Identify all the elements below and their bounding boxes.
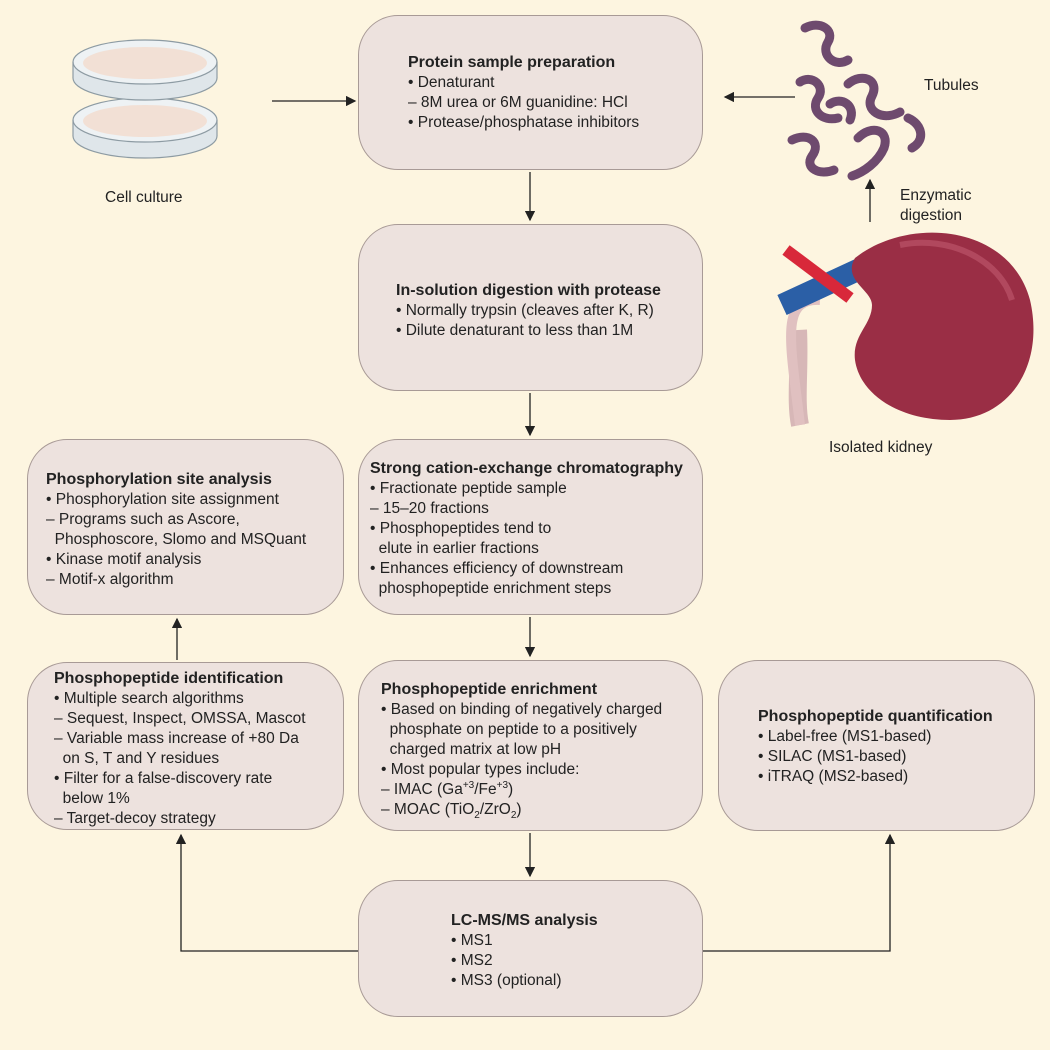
enzymatic-label-1: Enzymatic	[900, 187, 972, 204]
enrichment-title: Phosphopeptide enrichment	[381, 681, 598, 698]
enrichment-line: • Based on binding of negatively charged	[381, 701, 663, 718]
protein-prep-box: Protein sample preparation • Denaturant …	[358, 15, 703, 170]
scx-line: – 15–20 fractions	[370, 500, 489, 517]
site-analysis-title: Phosphorylation site analysis	[46, 471, 272, 488]
digestion-box: In-solution digestion with protease • No…	[358, 224, 703, 391]
site-analysis-line: – Motif-x algorithm	[46, 571, 174, 588]
enrichment-line: phosphate on peptide to a positively	[381, 721, 637, 738]
scx-line: • Fractionate peptide sample	[370, 480, 567, 497]
lcms-line: • MS2	[451, 952, 493, 969]
scx-title: Strong cation-exchange chromatography	[370, 460, 683, 477]
arrow-lcms-to-identification	[175, 833, 358, 952]
identification-line: – Target-decoy strategy	[54, 810, 216, 827]
cell-culture-label: Cell culture	[105, 189, 183, 206]
identification-line: • Multiple search algorithms	[54, 690, 244, 707]
quantification-line: • iTRAQ (MS2-based)	[758, 768, 909, 785]
scx-line: phosphopeptide enrichment steps	[370, 580, 612, 597]
quantification-line: • Label-free (MS1-based)	[758, 728, 932, 745]
imac-line: – IMAC (Ga+3/Fe+3)	[381, 779, 514, 798]
identification-line: • Filter for a false-discovery rate	[54, 770, 273, 787]
lcms-line: • MS3 (optional)	[451, 972, 562, 989]
quantification-title: Phosphopeptide quantification	[758, 708, 993, 725]
digestion-line: • Dilute denaturant to less than 1M	[396, 322, 634, 339]
scx-line: elute in earlier fractions	[370, 540, 539, 557]
site-analysis-line: • Phosphorylation site assignment	[46, 491, 279, 508]
lcms-box: LC-MS/MS analysis • MS1 • MS2 • MS3 (opt…	[358, 880, 703, 1017]
scx-line: • Enhances efficiency of downstream	[370, 560, 624, 577]
identification-line: on S, T and Y residues	[54, 750, 220, 767]
kidney-label: Isolated kidney	[829, 439, 933, 456]
protein-prep-line: • Protease/phosphatase inhibitors	[408, 114, 640, 131]
identification-line: – Sequest, Inspect, OMSSA, Mascot	[54, 710, 306, 727]
protein-prep-title: Protein sample preparation	[408, 54, 616, 71]
digestion-line: • Normally trypsin (cleaves after K, R)	[396, 302, 654, 319]
protein-prep-line: – 8M urea or 6M guanidine: HCl	[408, 94, 628, 111]
identification-box: Phosphopeptide identification • Multiple…	[27, 662, 344, 830]
identification-title: Phosphopeptide identification	[54, 670, 284, 687]
enzymatic-label-2: digestion	[900, 207, 963, 224]
digestion-title: In-solution digestion with protease	[396, 282, 661, 299]
enrichment-line: • Most popular types include:	[381, 761, 580, 778]
site-analysis-box: Phosphorylation site analysis • Phosphor…	[27, 439, 344, 615]
site-analysis-line: Phosphoscore, Slomo and MSQuant	[46, 531, 307, 548]
quantification-line: • SILAC (MS1-based)	[758, 748, 907, 765]
enrichment-line: charged matrix at low pH	[381, 741, 562, 758]
identification-line: below 1%	[54, 790, 130, 807]
enrichment-box: Phosphopeptide enrichment • Based on bin…	[358, 660, 703, 831]
scx-line: • Phosphopeptides tend to	[370, 520, 552, 537]
protein-prep-line: • Denaturant	[408, 74, 495, 91]
moac-line: – MOAC (TiO2/ZrO2)	[381, 801, 522, 822]
arrow-lcms-to-quantification	[703, 833, 896, 952]
scx-box: Strong cation-exchange chromatography • …	[358, 439, 703, 615]
lcms-line: • MS1	[451, 932, 493, 949]
tubules-label: Tubules	[924, 77, 979, 94]
site-analysis-line: • Kinase motif analysis	[46, 551, 202, 568]
quantification-box: Phosphopeptide quantification • Label-fr…	[718, 660, 1035, 831]
identification-line: – Variable mass increase of +80 Da	[54, 730, 299, 747]
site-analysis-line: – Programs such as Ascore,	[46, 511, 240, 528]
lcms-title: LC-MS/MS analysis	[451, 912, 598, 929]
